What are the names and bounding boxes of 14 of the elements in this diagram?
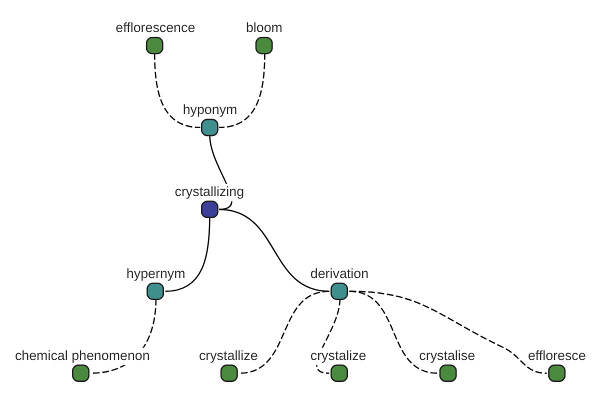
node-label: hypernym <box>126 266 186 281</box>
connector <box>219 52 266 128</box>
node-label: hyponym <box>182 102 238 118</box>
node-label: bloom <box>246 20 282 36</box>
connector <box>239 290 330 374</box>
node-label: crystalise <box>419 348 476 363</box>
connector <box>154 52 200 128</box>
connector <box>349 290 547 374</box>
connector <box>316 298 341 374</box>
node-label: crystallize <box>198 348 258 363</box>
node-label: effloresce <box>528 348 586 363</box>
connector <box>165 216 210 292</box>
node-label: derivation <box>310 266 369 281</box>
node-label: efflorescence <box>116 20 196 36</box>
